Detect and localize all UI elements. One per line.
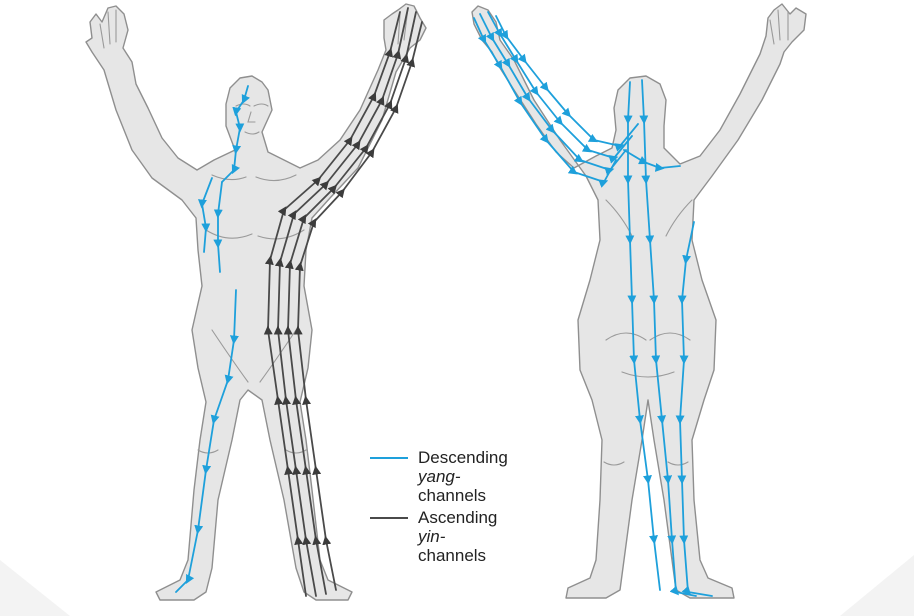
legend-yang-term: yang- [418,467,570,486]
corner-shade-left [0,560,70,616]
corner-shade-right [840,555,914,616]
legend-yin-term: yin- [418,527,570,546]
legend-descending-word: Descending [418,448,570,467]
legend: Descending yang- channels Ascending yin-… [370,448,570,565]
legend-ascending-word: Ascending [418,508,570,527]
legend-swatch-blue [370,457,408,459]
legend-item-ascending-yin: Ascending yin- channels [370,508,570,565]
legend-swatch-dark [370,517,408,519]
legend-item-descending-yang: Descending yang- channels [370,448,570,505]
legend-ascending-suffix: channels [418,546,570,565]
legend-descending-suffix: channels [418,486,570,505]
